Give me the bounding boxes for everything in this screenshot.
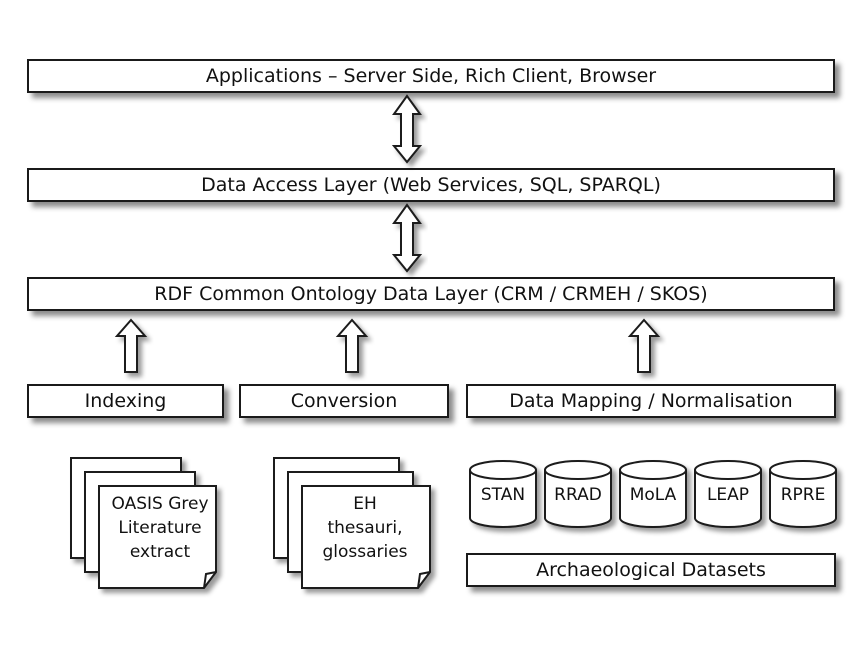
- archaeological-datasets-label: Archaeological Datasets: [536, 559, 766, 581]
- archaeological-datasets-box: Archaeological Datasets: [466, 553, 836, 587]
- oasis-line-1: OASIS Grey: [111, 494, 209, 514]
- oasis-line-2: Literature: [118, 518, 202, 538]
- eh-line-1: EH: [353, 494, 377, 514]
- database-label-stan: STAN: [480, 485, 526, 505]
- eh-line-2: thesauri,: [327, 518, 403, 538]
- database-icon: [694, 460, 762, 528]
- database-label-leap: LEAP: [706, 485, 750, 505]
- double-arrow-icon: [391, 203, 423, 273]
- conversion-process: Conversion: [239, 384, 449, 418]
- indexing-process: Indexing: [27, 384, 224, 418]
- eh-document-stack-icon: [273, 457, 431, 589]
- rdf-ontology-layer: RDF Common Ontology Data Layer (CRM / CR…: [27, 277, 835, 311]
- indexing-label: Indexing: [84, 390, 167, 412]
- double-arrow-icon: [391, 94, 423, 164]
- up-arrow-icon: [335, 318, 369, 373]
- database-label-rrad: RRAD: [554, 485, 602, 505]
- eh-document-label: EH thesauri, glossaries: [300, 492, 430, 564]
- database-icon: [469, 460, 537, 528]
- up-arrow-icon: [627, 318, 661, 373]
- data-mapping-process: Data Mapping / Normalisation: [466, 384, 836, 418]
- eh-line-3: glossaries: [322, 542, 408, 562]
- oasis-document-label: OASIS Grey Literature extract: [100, 492, 220, 564]
- data-mapping-label: Data Mapping / Normalisation: [509, 390, 793, 412]
- applications-layer-label: Applications – Server Side, Rich Client,…: [205, 65, 657, 87]
- database-icon: [544, 460, 612, 528]
- rdf-ontology-layer-label: RDF Common Ontology Data Layer (CRM / CR…: [154, 283, 708, 305]
- data-access-layer: Data Access Layer (Web Services, SQL, SP…: [27, 168, 835, 202]
- database-label-mola: MoLA: [629, 485, 677, 505]
- database-icon: [769, 460, 837, 528]
- conversion-label: Conversion: [290, 390, 398, 412]
- database-label-rpre: RPRE: [780, 485, 826, 505]
- database-icon: [619, 460, 687, 528]
- applications-layer: Applications – Server Side, Rich Client,…: [27, 59, 835, 93]
- up-arrow-icon: [114, 318, 148, 373]
- data-access-layer-label: Data Access Layer (Web Services, SQL, SP…: [201, 174, 661, 196]
- oasis-line-3: extract: [129, 542, 191, 562]
- oasis-document-stack-icon: [70, 457, 217, 589]
